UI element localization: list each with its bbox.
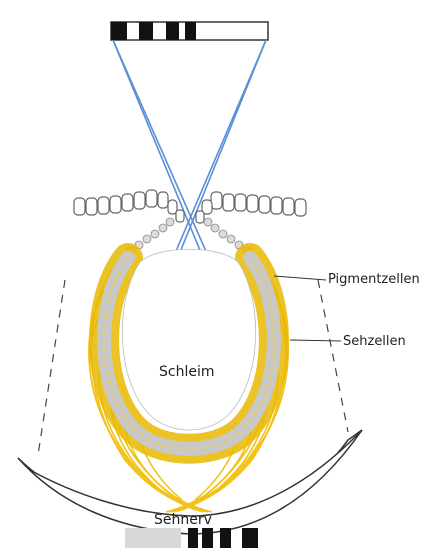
label-pigmentzellen: Pigmentzellen bbox=[328, 272, 420, 287]
label-sehnerv: Sehnerv bbox=[154, 512, 212, 528]
mucus-cavity bbox=[122, 249, 255, 430]
label-sehzellen: Sehzellen bbox=[343, 334, 406, 349]
object-bar bbox=[111, 22, 268, 40]
label-schleim: Schleim bbox=[159, 364, 215, 380]
